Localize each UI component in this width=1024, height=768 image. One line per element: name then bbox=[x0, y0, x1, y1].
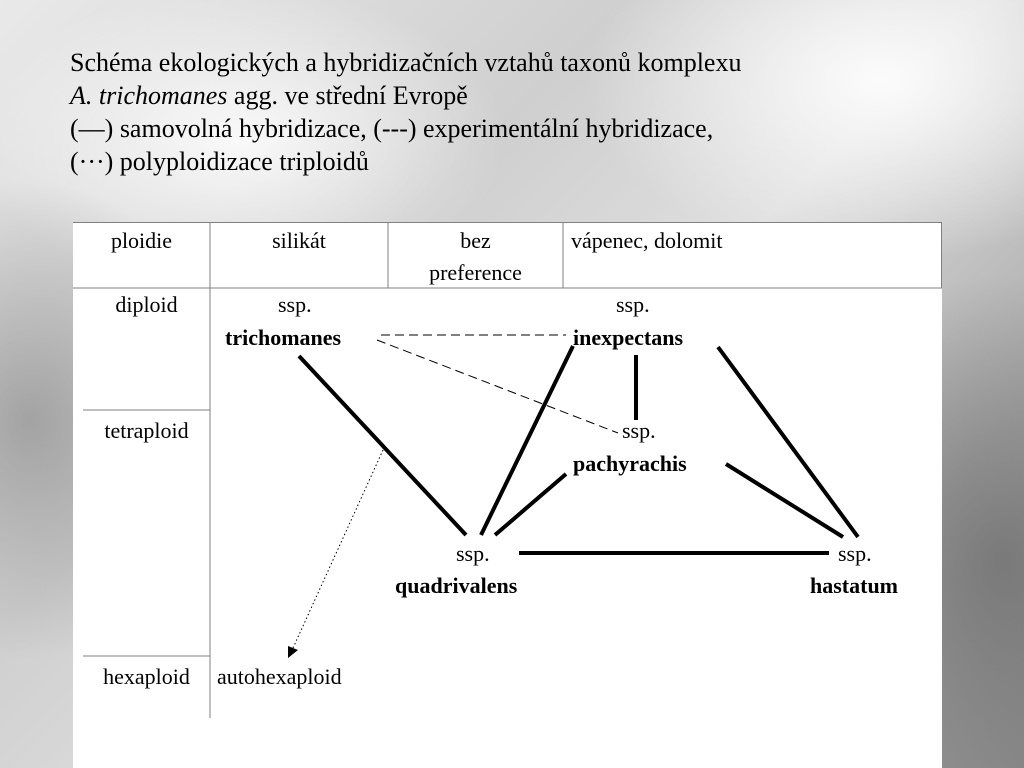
header-silicate: silikát bbox=[272, 228, 326, 253]
title-italic-taxon: A. trichomanes bbox=[70, 81, 228, 110]
taxon-trichomanes-ssp: ssp. bbox=[278, 292, 312, 317]
taxon-quadrivalens: quadrivalens bbox=[395, 573, 518, 598]
edge-dotted-autohexaploid bbox=[292, 449, 384, 649]
title-line-3-legend: (—) samovolná hybridizace, (---) experim… bbox=[70, 114, 714, 143]
taxon-pachyrachis: pachyrachis bbox=[573, 451, 687, 476]
taxon-autohexaploid: autohexaploid bbox=[217, 664, 342, 689]
taxon-trichomanes: trichomanes bbox=[225, 325, 342, 350]
edge-dashed-trichomanes-pachyrachis bbox=[376, 339, 619, 434]
taxon-hastatum-ssp: ssp. bbox=[838, 541, 872, 566]
row-label-tetraploid: tetraploid bbox=[104, 418, 189, 443]
title-line-2: A. trichomanes agg. ve střední Evropě bbox=[70, 79, 970, 112]
diagram-panel: ploidie silikát bez preference vápenec, … bbox=[73, 222, 942, 768]
header-ploidy: ploidie bbox=[110, 228, 173, 253]
taxon-quadrivalens-ssp: ssp. bbox=[456, 541, 490, 566]
header-limestone: vápenec, dolomit bbox=[571, 228, 723, 253]
edge-inexpectans-hastatum bbox=[716, 345, 860, 539]
edge-trichomanes-quadrivalens bbox=[297, 354, 468, 537]
edge-inexpectans-quadrivalens bbox=[479, 345, 575, 536]
taxon-inexpectans: inexpectans bbox=[573, 325, 683, 350]
taxon-hastatum: hastatum bbox=[810, 573, 899, 598]
taxon-inexpectans-ssp: ssp. bbox=[616, 292, 650, 317]
edge-pachyrachis-hastatum bbox=[724, 462, 845, 539]
header-no-preference-1: bez bbox=[460, 228, 491, 253]
slide-title: Schéma ekologických a hybridizačních vzt… bbox=[70, 46, 970, 178]
title-line-4-legend: (···) polyploidizace triploidů bbox=[70, 147, 369, 176]
row-label-hexaploid: hexaploid bbox=[103, 664, 190, 689]
edge-pachyrachis-quadrivalens bbox=[493, 472, 568, 537]
dotted-arrowhead bbox=[288, 646, 298, 658]
diagram-lines bbox=[73, 222, 942, 718]
taxon-pachyrachis-ssp: ssp. bbox=[622, 418, 656, 443]
title-line-1: Schéma ekologických a hybridizačních vzt… bbox=[70, 48, 742, 77]
title-line-2-rest: agg. ve střední Evropě bbox=[227, 81, 468, 110]
header-no-preference-2: preference bbox=[429, 260, 522, 285]
row-label-diploid: diploid bbox=[115, 292, 178, 317]
